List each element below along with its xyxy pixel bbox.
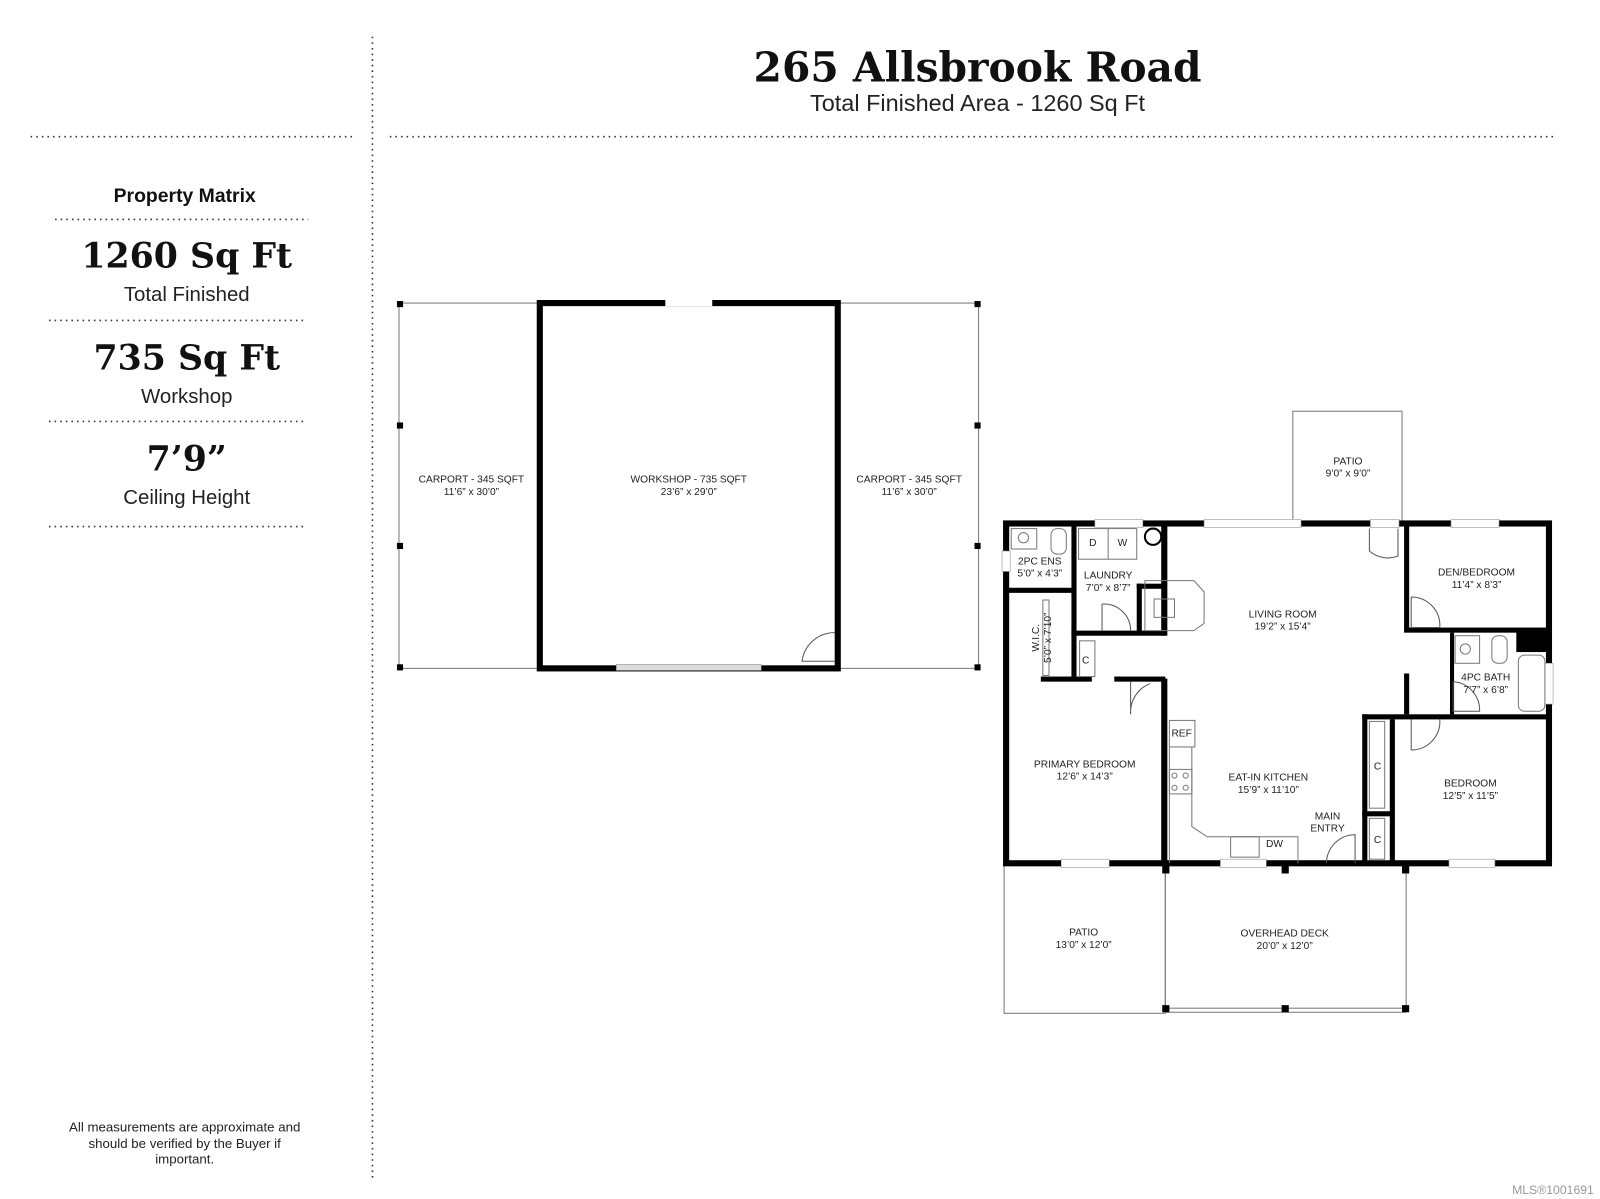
- closet-label: C: [1082, 655, 1089, 666]
- room-dim: 19’2” x 15’4”: [1255, 622, 1312, 633]
- matrix-label-workshop: Workshop: [141, 386, 232, 408]
- matrix-value-workshop: 735 Sq Ft: [93, 337, 280, 378]
- disclaimer-line: All measurements are approximate and: [69, 1120, 300, 1135]
- page-title: 265 Allsbrook Road: [754, 44, 1202, 92]
- matrix-value-ceiling: 7’9”: [147, 438, 227, 479]
- disclaimer-line: should be verified by the Buyer if: [89, 1136, 282, 1151]
- matrix-value-total: 1260 Sq Ft: [81, 235, 292, 276]
- appliance-label: REF: [1171, 729, 1191, 740]
- room-label: PATIO: [1069, 928, 1098, 939]
- room-dim: 12’6” x 14’3”: [1057, 772, 1114, 783]
- closet-label: C: [1374, 761, 1381, 772]
- room-dim: 11’6” x 30’0”: [444, 487, 500, 498]
- room-label: CARPORT - 345 SQFT: [856, 475, 961, 486]
- room-label: 2PC ENS: [1018, 556, 1062, 567]
- closet-label: C: [1374, 835, 1381, 846]
- room-dim: 7’7” x 6’8”: [1463, 685, 1508, 696]
- room-label: LAUNDRY: [1084, 571, 1133, 582]
- room-dim: 5’0” x 4’3”: [1017, 569, 1062, 580]
- workshop-plan: CARPORT - 345 SQFT 11’6” x 30’0” WORKSHO…: [396, 300, 981, 672]
- appliance-label: D: [1089, 538, 1096, 549]
- appliance-label: W: [1118, 538, 1128, 549]
- room-label: PRIMARY BEDROOM: [1034, 759, 1136, 770]
- matrix-label-ceiling: Ceiling Height: [123, 487, 250, 509]
- matrix-heading: Property Matrix: [114, 185, 256, 207]
- room-label: PATIO: [1333, 456, 1362, 467]
- page-subtitle: Total Finished Area - 1260 Sq Ft: [810, 90, 1146, 116]
- house-plan: PATIO 9’0” x 9’0” 2PC ENS 5’0” x 4’3” LA…: [1001, 410, 1554, 1014]
- room-dim: 11’6” x 30’0”: [882, 487, 938, 498]
- room-label: CARPORT - 345 SQFT: [419, 475, 524, 486]
- room-dim: 15’9” x 11’10”: [1238, 785, 1300, 796]
- matrix-label-total: Total Finished: [124, 284, 250, 306]
- room-label: EAT-IN KITCHEN: [1229, 773, 1309, 784]
- room-dim: 23’6” x 29’0”: [661, 487, 718, 498]
- room-label: MAIN: [1315, 811, 1340, 822]
- disclaimer-line: important.: [155, 1151, 214, 1166]
- mls-number: MLS®1001691: [1512, 1183, 1594, 1197]
- room-dim: 20’0” x 12’0”: [1257, 941, 1314, 952]
- room-dim: 13’0” x 12’0”: [1056, 940, 1113, 951]
- room-label: WORKSHOP - 735 SQFT: [631, 475, 747, 486]
- room-label: W.I.C.: [1031, 624, 1042, 652]
- room-label: 4PC BATH: [1461, 673, 1510, 684]
- room-label: DEN/BEDROOM: [1438, 568, 1515, 579]
- room-dim: 5’0” x 7’10”: [1043, 612, 1054, 663]
- appliance-label: DW: [1266, 839, 1283, 850]
- room-dim: 12’5” x 11’5”: [1443, 791, 1499, 802]
- room-label: ENTRY: [1310, 824, 1345, 835]
- room-label: OVERHEAD DECK: [1241, 929, 1330, 940]
- room-dim: 7’0” x 8’7”: [1086, 583, 1131, 594]
- room-label: LIVING ROOM: [1249, 609, 1317, 620]
- room-dim: 9’0” x 9’0”: [1326, 469, 1371, 480]
- room-dim: 11’4” x 8’3”: [1452, 580, 1502, 591]
- room-label: BEDROOM: [1444, 779, 1497, 790]
